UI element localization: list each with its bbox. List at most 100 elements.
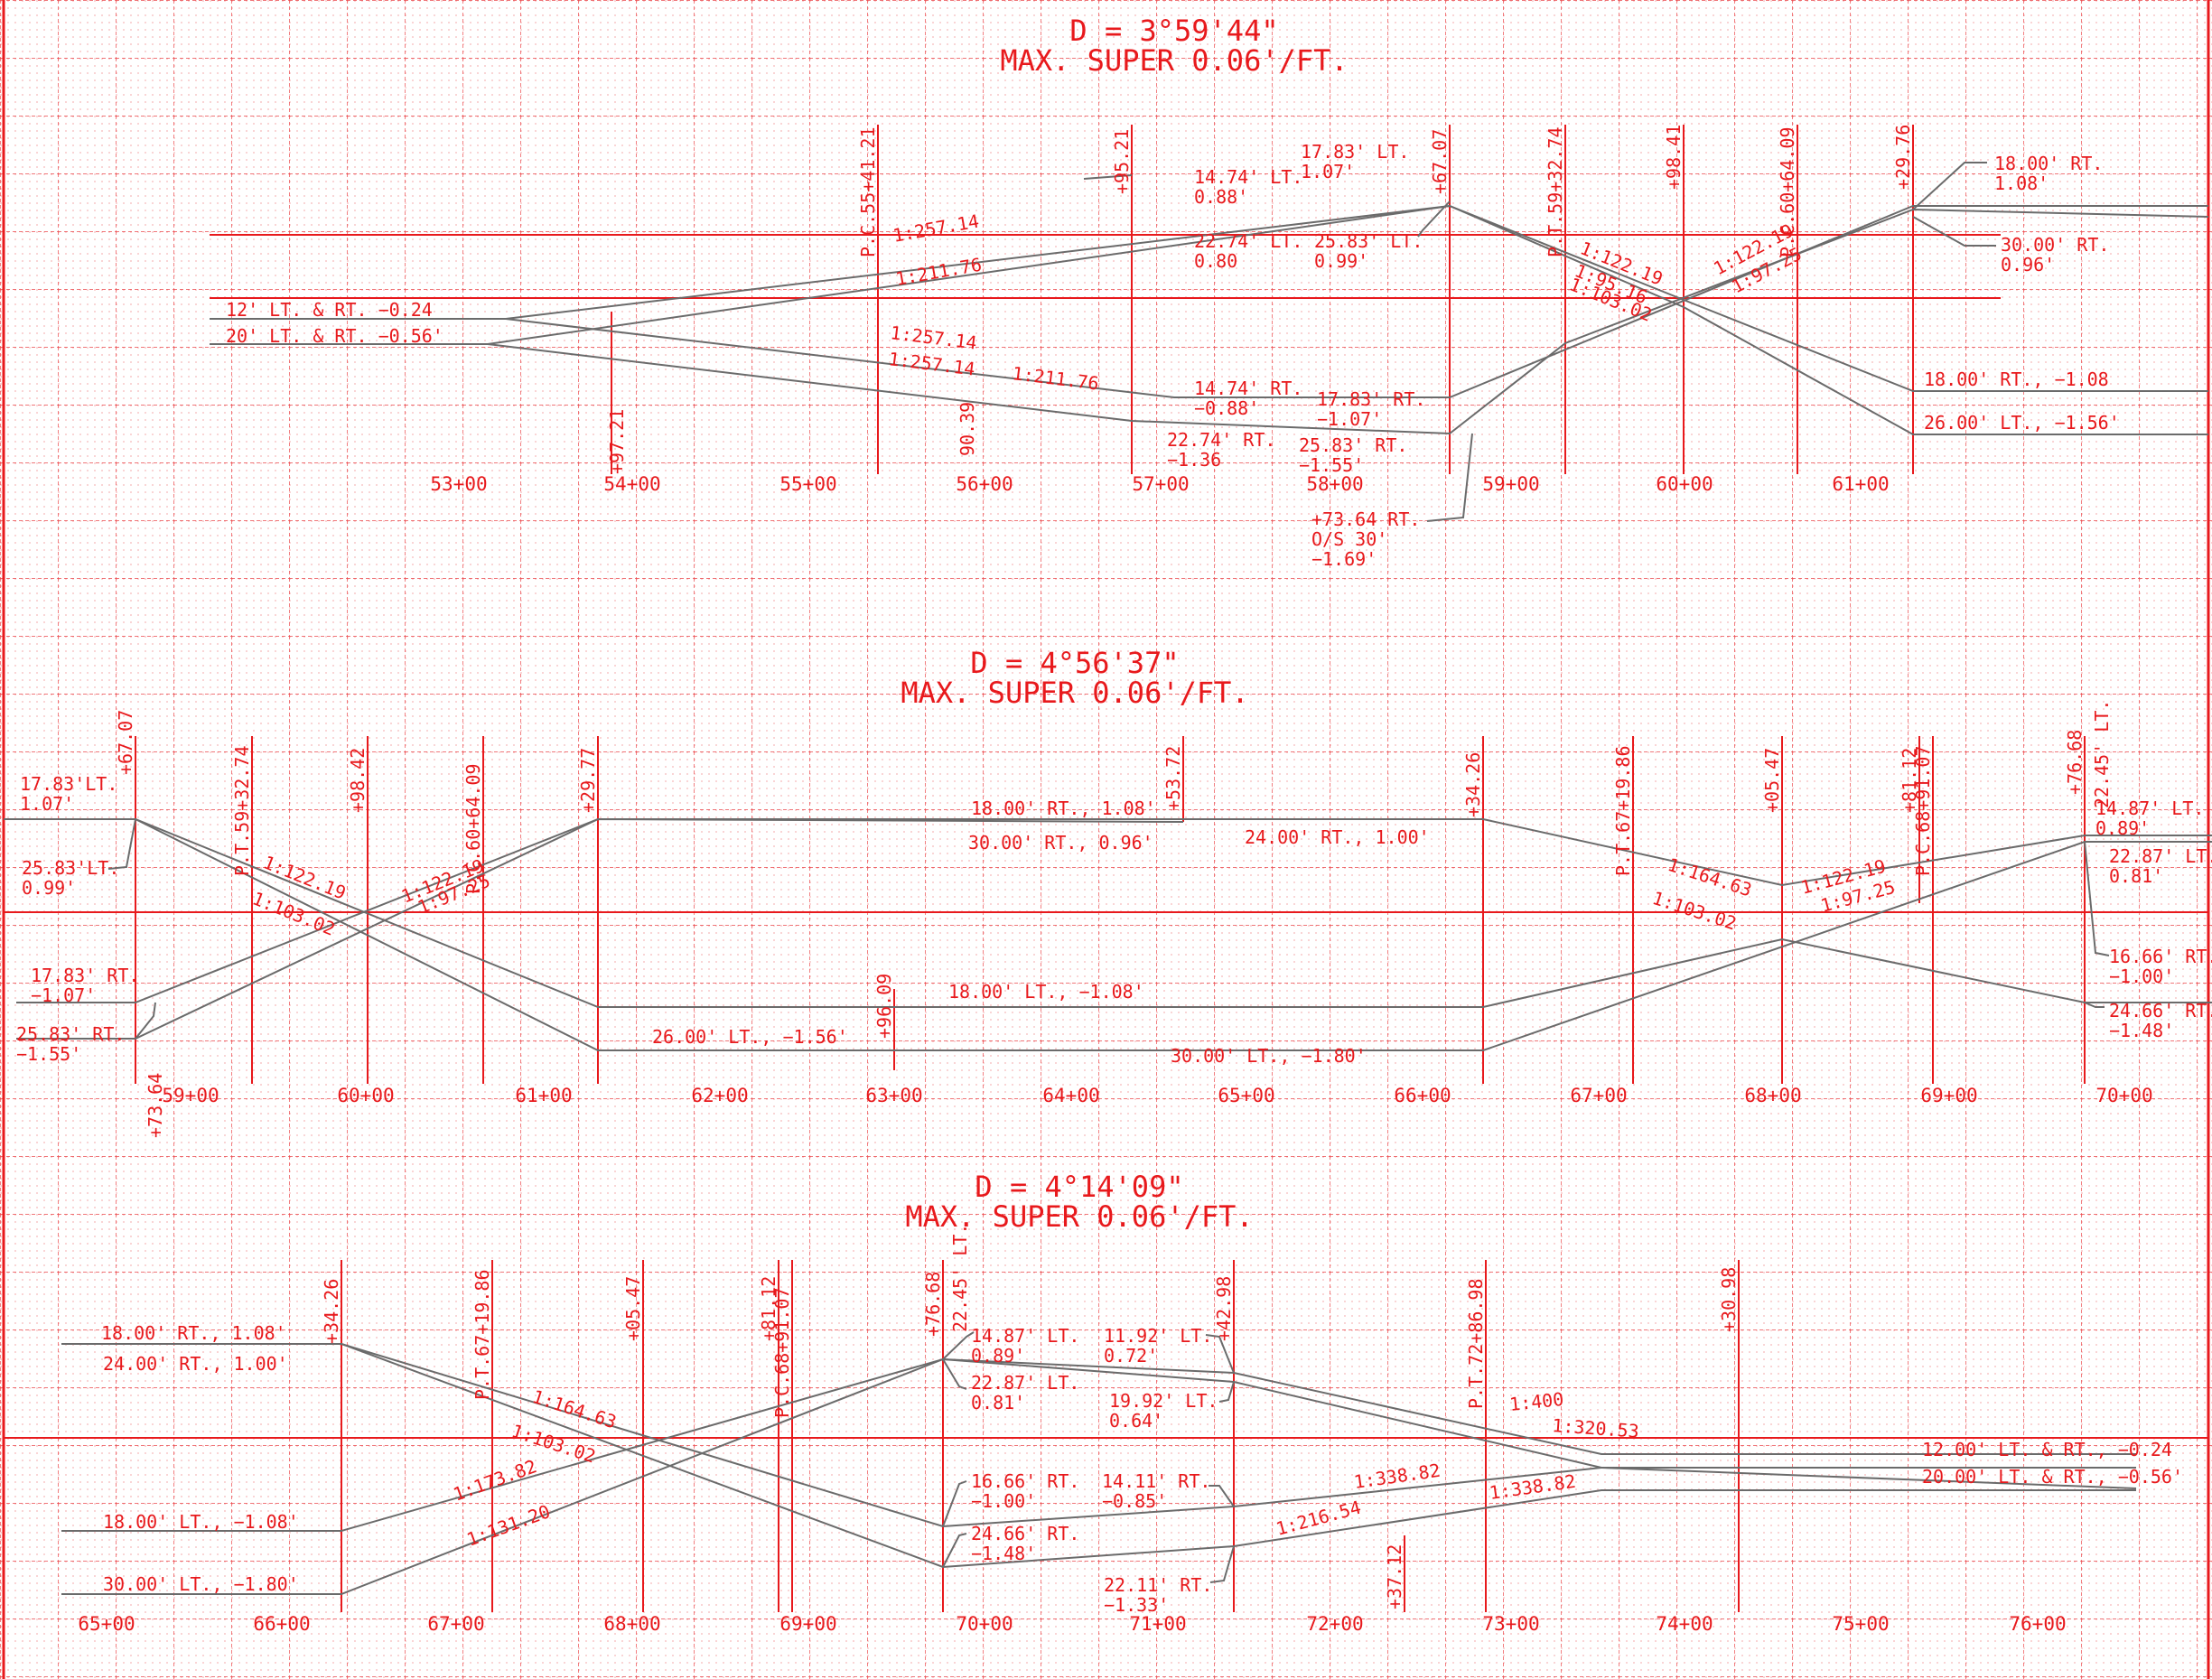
annotation: 1.07' — [1301, 161, 1355, 182]
vertical-station-label: +37.12 — [1384, 1544, 1405, 1609]
vertical-station-label: P.T.67+19.86 — [1612, 746, 1634, 877]
station-label: 73+00 — [1482, 1613, 1539, 1635]
station-label: 76+00 — [2009, 1613, 2066, 1635]
annotation: 14.11' RT. — [1102, 1470, 1210, 1492]
annotation: 11.92' LT. — [1104, 1325, 1212, 1347]
annotation: −1.55' — [1299, 454, 1364, 476]
vertical-station-label: P.C.55+41.21 — [857, 127, 879, 258]
station-label: 70+00 — [2095, 1085, 2152, 1106]
panel-3: D = 4°14'09" MAX. SUPER 0.06'/FT. — [4, 1170, 2208, 1635]
annotation: 25.83' RT. — [16, 1023, 125, 1045]
annotation: 14.74' LT. — [1194, 166, 1302, 188]
panel-3-title-super: MAX. SUPER 0.06'/FT. — [905, 1199, 1253, 1234]
vertical-station-label: +81.12 — [1899, 748, 1920, 813]
panel-2-profile-lines — [4, 817, 2212, 1051]
annotation: 0.72' — [1104, 1345, 1158, 1367]
station-label: 59+00 — [162, 1085, 219, 1106]
annotation: 12' LT. & RT. −0.24 — [226, 299, 433, 321]
annotation: 0.81' — [2109, 865, 2163, 887]
panel-3-title-curve: D = 4°14'09" — [975, 1170, 1183, 1204]
vertical-station-label: +05.47 — [622, 1276, 644, 1341]
station-label: 69+00 — [1920, 1085, 1977, 1106]
panel-2-title-curve: D = 4°56'37" — [970, 646, 1179, 680]
station-label: 74+00 — [1656, 1613, 1713, 1635]
panel-2-station-labels: 59+00 60+00 61+00 62+00 63+00 64+00 65+0… — [162, 1085, 2152, 1106]
station-label: 56+00 — [956, 473, 1013, 495]
vertical-station-label: +67.07 — [1429, 129, 1451, 194]
annotation: −1.00' — [2109, 965, 2174, 987]
panel-1: D = 3°59'44" MAX. SUPER 0.06'/FT. — [210, 14, 2209, 570]
annotation: −0.85' — [1102, 1490, 1167, 1512]
panel-3-vertical-labels: +34.26 P.T.67+19.86 +05.47 +81.12 P.C.68… — [321, 1224, 1740, 1609]
annotation: 12.00' LT. & RT., −0.24 — [1922, 1439, 2172, 1460]
annotation: 22.87' LT. — [971, 1372, 1079, 1394]
station-label: 58+00 — [1306, 473, 1363, 495]
station-label: 60+00 — [337, 1085, 394, 1106]
vertical-station-label: +97.21 — [606, 409, 628, 474]
annotation: 0.64' — [1109, 1410, 1163, 1432]
panel-1-reference-lines — [210, 125, 2001, 474]
annotation: 18.00' RT., −1.08 — [1924, 368, 2109, 390]
vertical-station-label: +95.21 — [1111, 129, 1133, 194]
panel-2-reference-lines — [4, 736, 2208, 1084]
station-label: 69+00 — [779, 1613, 836, 1635]
station-label: 59+00 — [1482, 473, 1539, 495]
annotation: 22.11' RT. — [1104, 1574, 1212, 1596]
annotation: 30.00' RT. — [2001, 234, 2109, 256]
annotation: 17.83' RT. — [1317, 388, 1425, 410]
annotation: 25.83'LT. — [22, 857, 119, 879]
station-label: 66+00 — [253, 1613, 310, 1635]
panel-1-profile-lines — [210, 162, 2209, 522]
vertical-station-label: +67.07 — [115, 710, 136, 775]
station-label: 71+00 — [1129, 1613, 1186, 1635]
panel-3-station-labels: 65+00 66+00 67+00 68+00 69+00 70+00 71+0… — [78, 1613, 2066, 1635]
vertical-station-label: +34.26 — [321, 1279, 342, 1344]
annotation: 22.87' LT. — [2109, 845, 2212, 867]
annotation: 22.74' LT. — [1194, 230, 1302, 252]
annotation: −1.48' — [971, 1543, 1036, 1564]
annotation: 25.83' LT. — [1314, 230, 1423, 252]
annotation: 14.87' LT. — [971, 1325, 1079, 1347]
vertical-station-label: P.C.60+64.09 — [462, 764, 484, 895]
vertical-station-label: +53.72 — [1162, 746, 1184, 811]
station-label: 68+00 — [603, 1613, 660, 1635]
vertical-station-label: +98.42 — [347, 748, 369, 813]
station-label: 57+00 — [1132, 473, 1189, 495]
vertical-station-label: 22.45' LT. — [949, 1224, 971, 1332]
annotation: 0.80 — [1194, 250, 1237, 272]
station-label: 75+00 — [1832, 1613, 1889, 1635]
annotation: 0.96' — [2001, 254, 2055, 275]
annotation: 18.00' RT., 1.08' — [101, 1322, 286, 1344]
annotation: 30.00' LT., −1.80' — [103, 1573, 299, 1595]
annotation: 17.83'LT. — [20, 773, 117, 795]
annotation: 14.74' RT. — [1194, 378, 1302, 399]
panel-2-annotations: 17.83'LT. 1.07' 25.83'LT. 0.99' 1:122.19… — [16, 773, 2212, 1067]
annotation: 16.66' RT. — [971, 1470, 1079, 1492]
annotation: +73.64 RT. — [1311, 508, 1420, 530]
annotation: 24.66' RT. — [971, 1523, 1079, 1544]
annotation: 1.07' — [20, 793, 74, 815]
annotation: −0.88' — [1194, 397, 1259, 419]
vertical-station-label: 90.39 — [957, 402, 978, 456]
annotation: 18.00' LT., −1.08' — [948, 981, 1144, 1003]
vertical-station-label: +34.26 — [1462, 752, 1484, 817]
panel-1-vertical-labels: P.C.55+41.21 +95.21 +67.07 P.T.59+32.74 … — [606, 125, 1914, 474]
annotation: 20.00' LT. & RT., −0.56' — [1922, 1466, 2183, 1488]
station-label: 62+00 — [691, 1085, 748, 1106]
vertical-station-label: +05.47 — [1761, 748, 1783, 813]
annotation: 20' LT. & RT. −0.56' — [226, 325, 443, 347]
annotation: 14.87' LT. — [2095, 798, 2204, 819]
annotation: 18.00' RT. — [1994, 153, 2103, 174]
vertical-station-label: P.T.59+32.74 — [1545, 127, 1566, 258]
annotation: 0.81' — [971, 1392, 1025, 1413]
station-label: 53+00 — [430, 473, 487, 495]
panel-1-title-super: MAX. SUPER 0.06'/FT. — [1000, 43, 1348, 78]
vertical-station-label: P.T.72+86.98 — [1465, 1279, 1487, 1410]
station-label: 61+00 — [1832, 473, 1889, 495]
vertical-station-label: +76.68 — [922, 1272, 944, 1337]
annotation: 17.83' RT. — [31, 965, 139, 986]
station-label: 68+00 — [1744, 1085, 1801, 1106]
panel-1-title-curve: D = 3°59'44" — [1069, 14, 1278, 48]
station-label: 67+00 — [427, 1613, 484, 1635]
